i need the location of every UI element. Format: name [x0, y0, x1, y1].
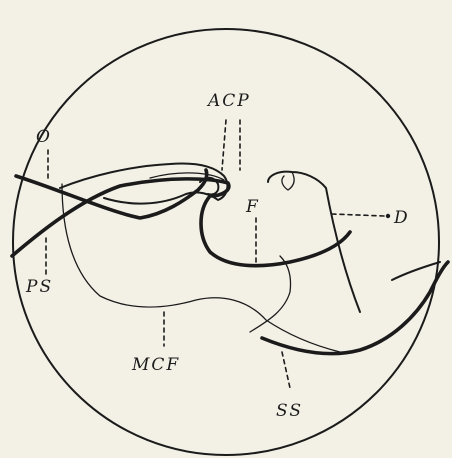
leader-d	[332, 214, 384, 216]
dorsum-outline	[268, 172, 360, 312]
d-pointer-dot	[386, 214, 390, 218]
upper-contour-thick	[16, 170, 207, 218]
label-acp: ACP	[206, 91, 251, 111]
label-mcf: MCF	[131, 355, 180, 375]
right-edge-contour	[392, 262, 440, 280]
label-o: O	[36, 127, 52, 147]
middle-cranial-fossa-curve	[62, 184, 340, 352]
leader-acp	[222, 120, 226, 170]
label-f: F	[245, 197, 260, 217]
label-d: D	[393, 208, 410, 228]
label-ps: PS	[25, 277, 53, 297]
label-ss: SS	[276, 401, 303, 421]
leader-ss	[282, 352, 290, 388]
dorsum-inner	[282, 172, 294, 190]
